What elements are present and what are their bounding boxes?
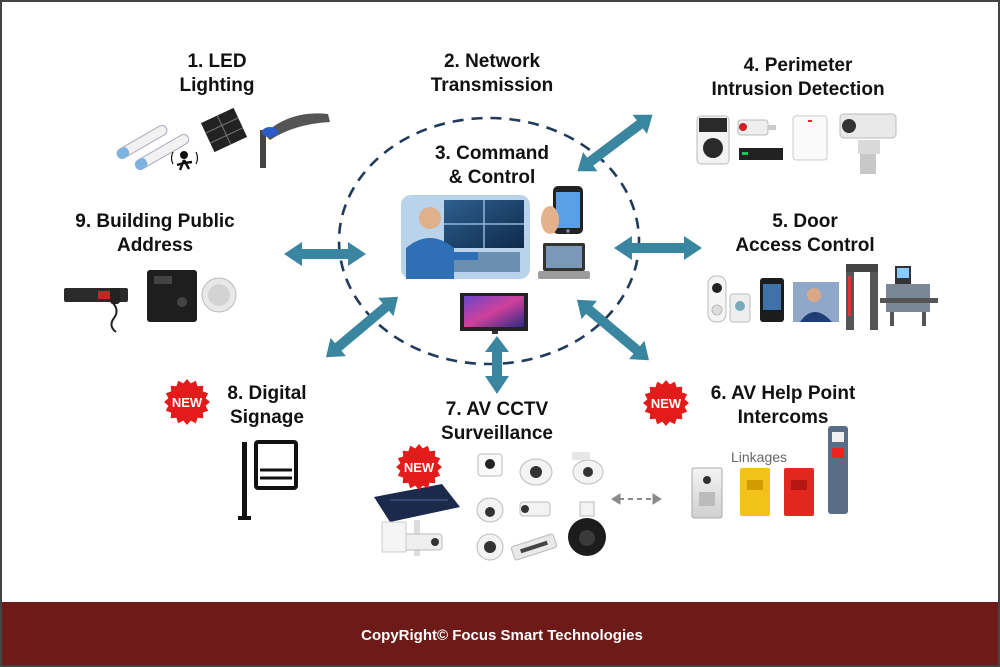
motion-sensor-icon [170, 151, 199, 171]
ceiling-speaker-icon [201, 277, 237, 313]
intercom-panel-icon [691, 467, 723, 519]
public-address-products [64, 270, 237, 333]
digital-signage-icon [238, 440, 298, 520]
eyeball-camera-icon [476, 497, 504, 523]
dome-camera-icon [519, 458, 553, 486]
nvr-icon [739, 148, 783, 160]
yellow-help-point-icon [740, 468, 770, 516]
face-recognition-photo [793, 282, 839, 322]
arrow-door [614, 236, 702, 260]
arrow-helppoint [576, 299, 650, 361]
arrow-perimeter [577, 114, 653, 172]
arrow-signage [325, 296, 399, 358]
smartphone-icon [541, 186, 583, 234]
led-lighting-products [116, 107, 330, 171]
label-cctv: 7. AV CCTV Surveillance [441, 399, 553, 444]
walkthrough-detector-icon [846, 264, 878, 330]
control-monitor-icon [460, 293, 528, 334]
label-public-address: 9. Building Public Address [75, 211, 235, 256]
label-command-control: 3. Command & Control [434, 143, 550, 188]
floodlight-icon [200, 107, 248, 153]
mini-bullet-camera-icon [519, 501, 551, 517]
badge-texts: NEW NEW NEW [172, 395, 682, 475]
bullet-camera-icon [737, 119, 776, 136]
ptz-thermal-camera-icon [839, 113, 897, 174]
video-doorbell-icon [707, 275, 727, 323]
radar-sensor-icon [792, 115, 828, 161]
tube-light-icon [116, 125, 168, 159]
footer-copyright: CopyRight© Focus Smart Technologies [361, 627, 643, 644]
arrows [284, 114, 702, 394]
slim-camera-icon [510, 533, 558, 561]
pa-amplifier-box-icon [147, 270, 197, 322]
new-badge-helppoint-shape [643, 380, 689, 426]
access-control-products [707, 264, 938, 330]
dual-lens-camera-icon [696, 115, 730, 165]
ptz-camera-icon [568, 501, 606, 556]
tube-light-icon [134, 134, 190, 170]
arrow-cctv [485, 336, 509, 394]
footer-bar [2, 602, 998, 665]
street-light-icon [260, 113, 330, 168]
arrow-publicaddress [284, 242, 366, 266]
new-badge-cctv-text: NEW [404, 460, 435, 475]
cctv-products [374, 452, 606, 561]
fisheye-camera-icon [476, 533, 504, 561]
help-point-products [691, 426, 848, 519]
laptop-icon [538, 243, 590, 279]
solar-camera-icon [374, 484, 460, 556]
label-help-point: 6. AV Help Point Intercoms [710, 383, 856, 428]
badge-shapes [164, 379, 689, 490]
card-reader-icon [729, 293, 751, 323]
label-network-transmission: 2. Network Transmission [430, 51, 554, 96]
label-digital-signage: 8. Digital Signage [227, 383, 307, 428]
new-badge-signage-shape [164, 379, 210, 425]
cube-camera-icon [477, 453, 503, 477]
help-point-pillar-icon [828, 426, 848, 514]
new-badge-signage-text: NEW [172, 395, 203, 410]
turret-camera-icon [572, 452, 604, 485]
label-door-access: 5. Door Access Control [735, 211, 875, 256]
red-help-point-icon [784, 468, 814, 516]
network-ring [337, 116, 641, 366]
label-perimeter: 4. Perimeter Intrusion Detection [711, 55, 885, 100]
rack-amplifier-icon [64, 288, 128, 333]
linkages-label: Linkages [731, 449, 788, 465]
xray-scanner-icon [880, 266, 938, 326]
linkage-arrow [611, 493, 662, 505]
label-led-lighting: 1. LED Lighting [179, 51, 255, 96]
face-terminal-icon [760, 278, 784, 322]
control-room-photo [401, 195, 530, 279]
new-badge-cctv-shape [396, 444, 442, 490]
perimeter-products [696, 113, 897, 174]
new-badge-helppoint-text: NEW [651, 396, 682, 411]
